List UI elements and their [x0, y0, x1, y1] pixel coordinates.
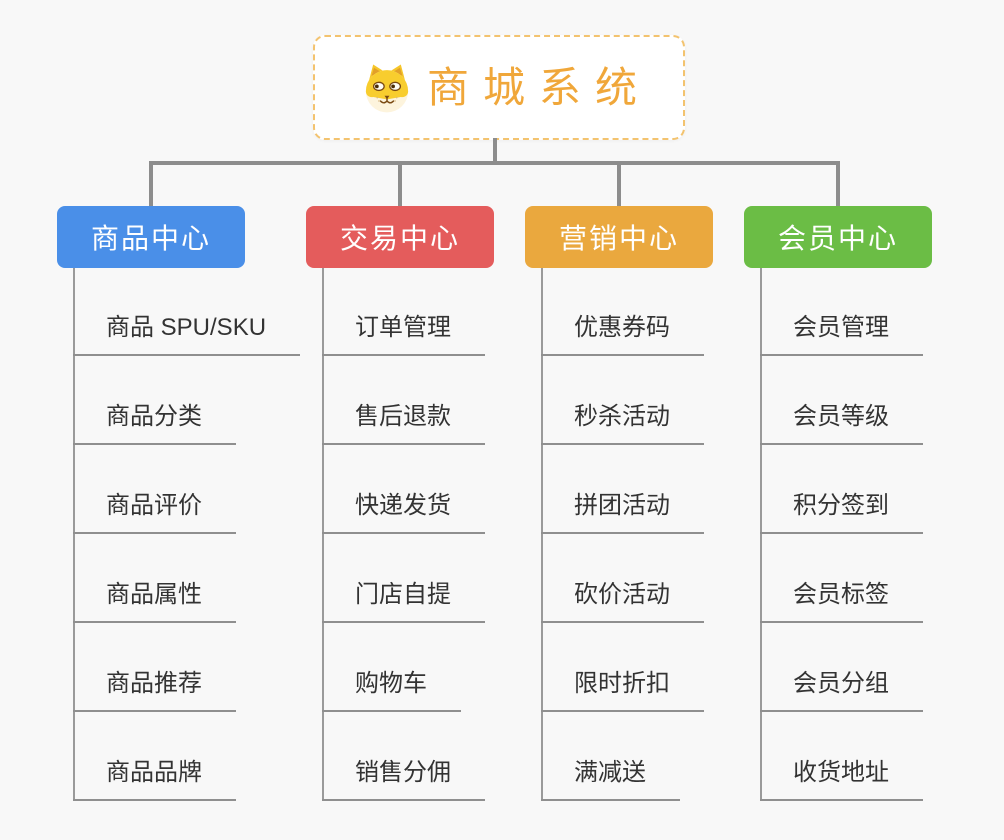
node-item[interactable]: 秒杀活动: [541, 401, 704, 445]
branch-spine: [541, 268, 543, 801]
node-item[interactable]: 限时折扣: [541, 668, 704, 712]
node-item[interactable]: 商品分类: [73, 401, 236, 445]
connector-drop-branch-4: [836, 163, 840, 207]
node-item[interactable]: 会员管理: [760, 312, 923, 356]
root-node[interactable]: 商城系统: [313, 35, 685, 140]
node-item[interactable]: 订单管理: [322, 312, 485, 356]
branch-spine: [760, 268, 762, 801]
branch-spine: [73, 268, 75, 801]
node-item[interactable]: 商品推荐: [73, 668, 236, 712]
root-title: 商城系统: [426, 63, 651, 111]
node-item[interactable]: 商品 SPU/SKU: [73, 312, 301, 356]
node-item[interactable]: 商品属性: [73, 579, 236, 623]
node-item[interactable]: 砍价活动: [541, 579, 704, 623]
connector-drop-branch-2: [398, 165, 402, 207]
node-item[interactable]: 满减送: [541, 757, 680, 801]
branch-header-product-center[interactable]: 商品中心: [57, 206, 245, 268]
branch-header-marketing-center[interactable]: 营销中心: [525, 206, 713, 268]
connector-bus: [149, 161, 840, 165]
node-item[interactable]: 会员等级: [760, 401, 923, 445]
node-item[interactable]: 收货地址: [760, 757, 923, 801]
node-item[interactable]: 商品评价: [73, 490, 236, 534]
node-item[interactable]: 拼团活动: [541, 490, 704, 534]
connector-drop-branch-1: [149, 163, 153, 207]
dog-face-icon: [365, 63, 409, 112]
node-item[interactable]: 售后退款: [322, 401, 485, 445]
node-item[interactable]: 门店自提: [322, 579, 485, 623]
connector-drop-branch-3: [617, 165, 621, 207]
branch-spine: [322, 268, 324, 801]
branch-header-trade-center[interactable]: 交易中心: [306, 206, 494, 268]
node-item[interactable]: 销售分佣: [322, 757, 485, 801]
connector-root-stem: [493, 138, 497, 163]
node-item[interactable]: 优惠券码: [541, 312, 704, 356]
node-item[interactable]: 会员分组: [760, 668, 923, 712]
node-item[interactable]: 快递发货: [322, 490, 485, 534]
node-item[interactable]: 积分签到: [760, 490, 923, 534]
node-item[interactable]: 购物车: [322, 668, 461, 712]
branch-header-member-center[interactable]: 会员中心: [744, 206, 932, 268]
node-item[interactable]: 会员标签: [760, 579, 923, 623]
node-item[interactable]: 商品品牌: [73, 757, 236, 801]
